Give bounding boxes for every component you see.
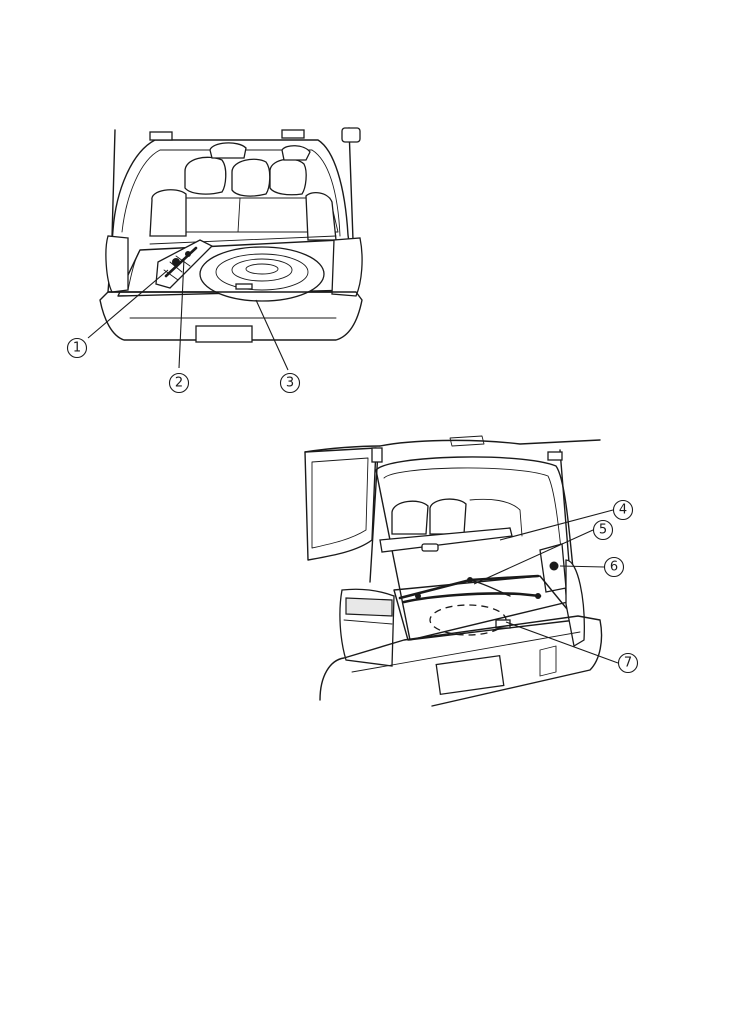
- license-plate-area: [196, 326, 252, 342]
- taillight-right: [332, 238, 362, 296]
- svg-text:5: 5: [599, 523, 607, 538]
- callout-3: 3: [281, 374, 300, 393]
- svg-text:1: 1: [73, 341, 81, 356]
- callout-4: 4: [614, 501, 633, 520]
- illustration-spare-tire-cargo: 1 2 3: [68, 128, 363, 393]
- svg-text:3: 3: [286, 376, 294, 391]
- callout-5: 5: [594, 521, 613, 540]
- callout-6: 6: [605, 558, 624, 577]
- license-plate-area-2: [436, 656, 504, 695]
- svg-text:7: 7: [624, 656, 632, 671]
- illustration-cargo-area-features: 4 5 6 7: [305, 436, 638, 706]
- spare-tire: [200, 247, 324, 301]
- hatch-strut-right: [349, 128, 353, 240]
- taillight-left: [106, 236, 128, 292]
- callout-1: 1: [68, 339, 87, 358]
- hatch-strut-left-2: [370, 452, 378, 582]
- rear-side-window: [305, 448, 376, 560]
- accessory-socket: [550, 562, 559, 571]
- callout-2: 2: [170, 374, 189, 393]
- svg-text:4: 4: [619, 503, 627, 518]
- cargo-net-and-hooks: [400, 576, 541, 602]
- rear-seats: [150, 143, 338, 240]
- svg-text:6: 6: [610, 560, 618, 575]
- svg-text:2: 2: [175, 376, 183, 391]
- callout-7: 7: [619, 654, 638, 673]
